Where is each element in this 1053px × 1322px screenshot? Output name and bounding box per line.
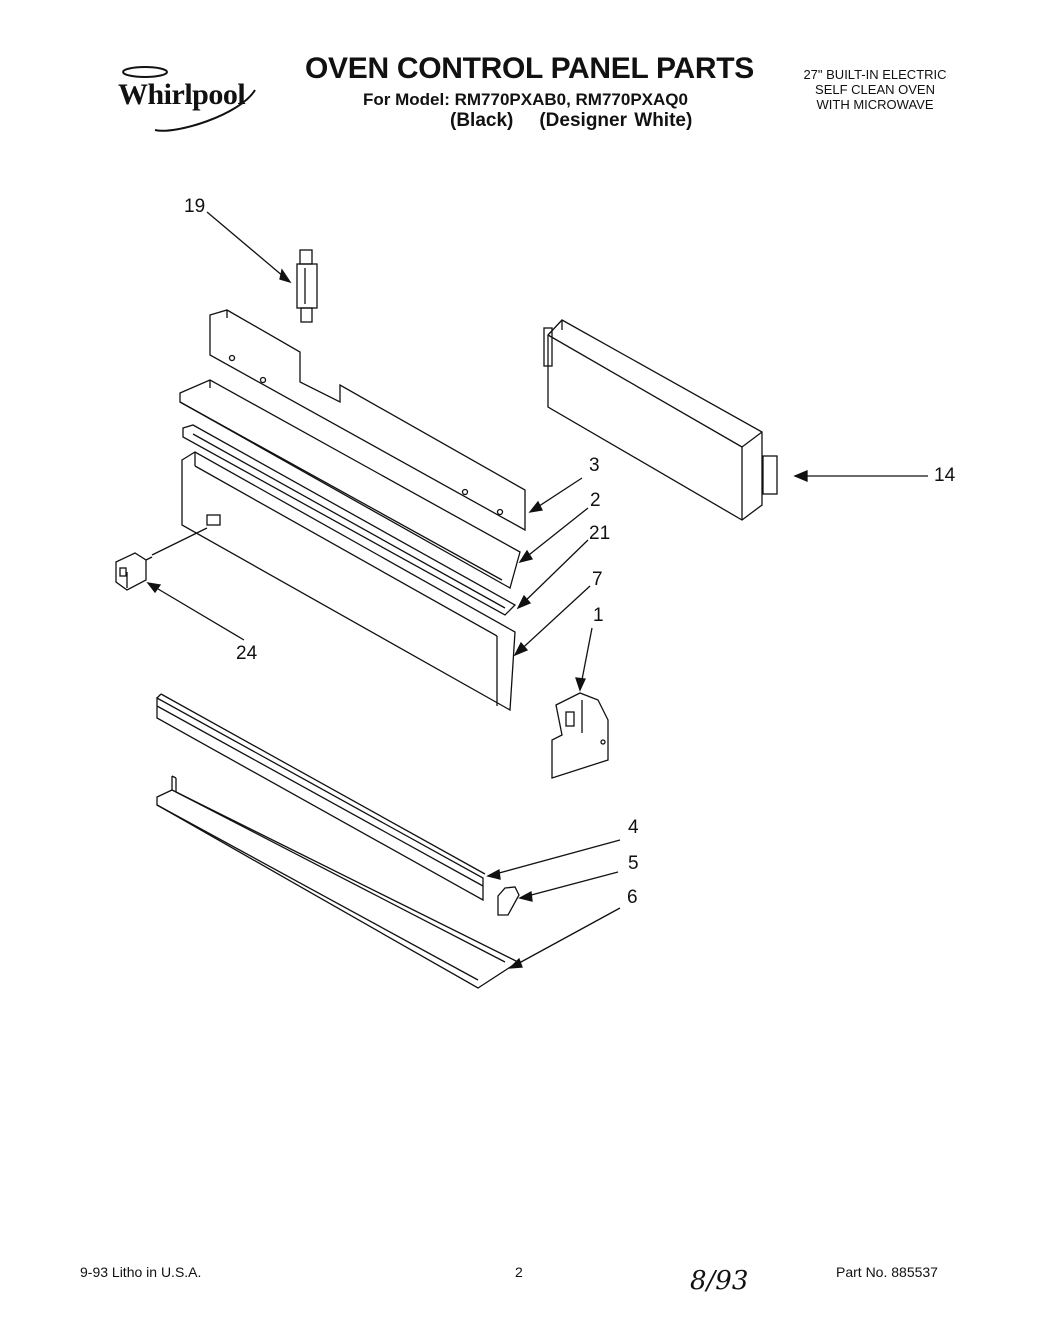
callout-4: 4 <box>628 817 639 838</box>
page-title: OVEN CONTROL PANEL PARTS <box>305 52 754 85</box>
variant-white: (Designer White) <box>539 110 693 131</box>
brand-name: Whirlpool <box>118 78 246 111</box>
part-5-end-cap <box>497 886 520 916</box>
part-24-switch <box>115 552 153 591</box>
part-number: Part No. 885537 <box>836 1264 938 1280</box>
callout-5: 5 <box>628 853 639 874</box>
callout-6: 6 <box>627 887 638 908</box>
callout-14: 14 <box>934 465 956 486</box>
variant-black: (Black) <box>450 110 514 131</box>
leader-lines <box>146 211 928 969</box>
handwritten-date: 8/93 <box>690 1266 749 1296</box>
variant-line: (Black) (Designer White) <box>450 110 718 132</box>
product-description-line-1: 27" BUILT-IN ELECTRIC <box>803 67 947 82</box>
part-2-channel <box>179 379 521 589</box>
part-7-control-panel <box>181 451 516 712</box>
part-21-strip <box>182 424 517 616</box>
model-line: For Model: RM770PXAB0, RM770PXAQ0 <box>363 90 688 109</box>
part-4-lower-strip <box>156 693 486 902</box>
brand-swoosh-icon <box>122 66 256 132</box>
callout-21: 21 <box>589 523 611 544</box>
callout-24: 24 <box>236 643 258 664</box>
part-1-end-bracket <box>551 692 609 779</box>
part-19-bracket <box>296 249 318 323</box>
product-description-line-3: WITH MICROWAVE <box>816 97 934 112</box>
part-6-bottom-rail <box>156 775 520 989</box>
part-14-side-trim <box>543 319 778 521</box>
callout-7: 7 <box>592 569 603 590</box>
product-description-line-2: SELF CLEAN OVEN <box>815 82 935 97</box>
page-number: 2 <box>515 1264 523 1280</box>
part-3-rear-panel <box>209 309 526 532</box>
callout-2: 2 <box>590 490 601 511</box>
litho-note: 9-93 Litho in U.S.A. <box>80 1264 202 1280</box>
callout-1: 1 <box>593 605 604 626</box>
callout-3: 3 <box>589 455 600 476</box>
callout-19: 19 <box>184 196 206 217</box>
